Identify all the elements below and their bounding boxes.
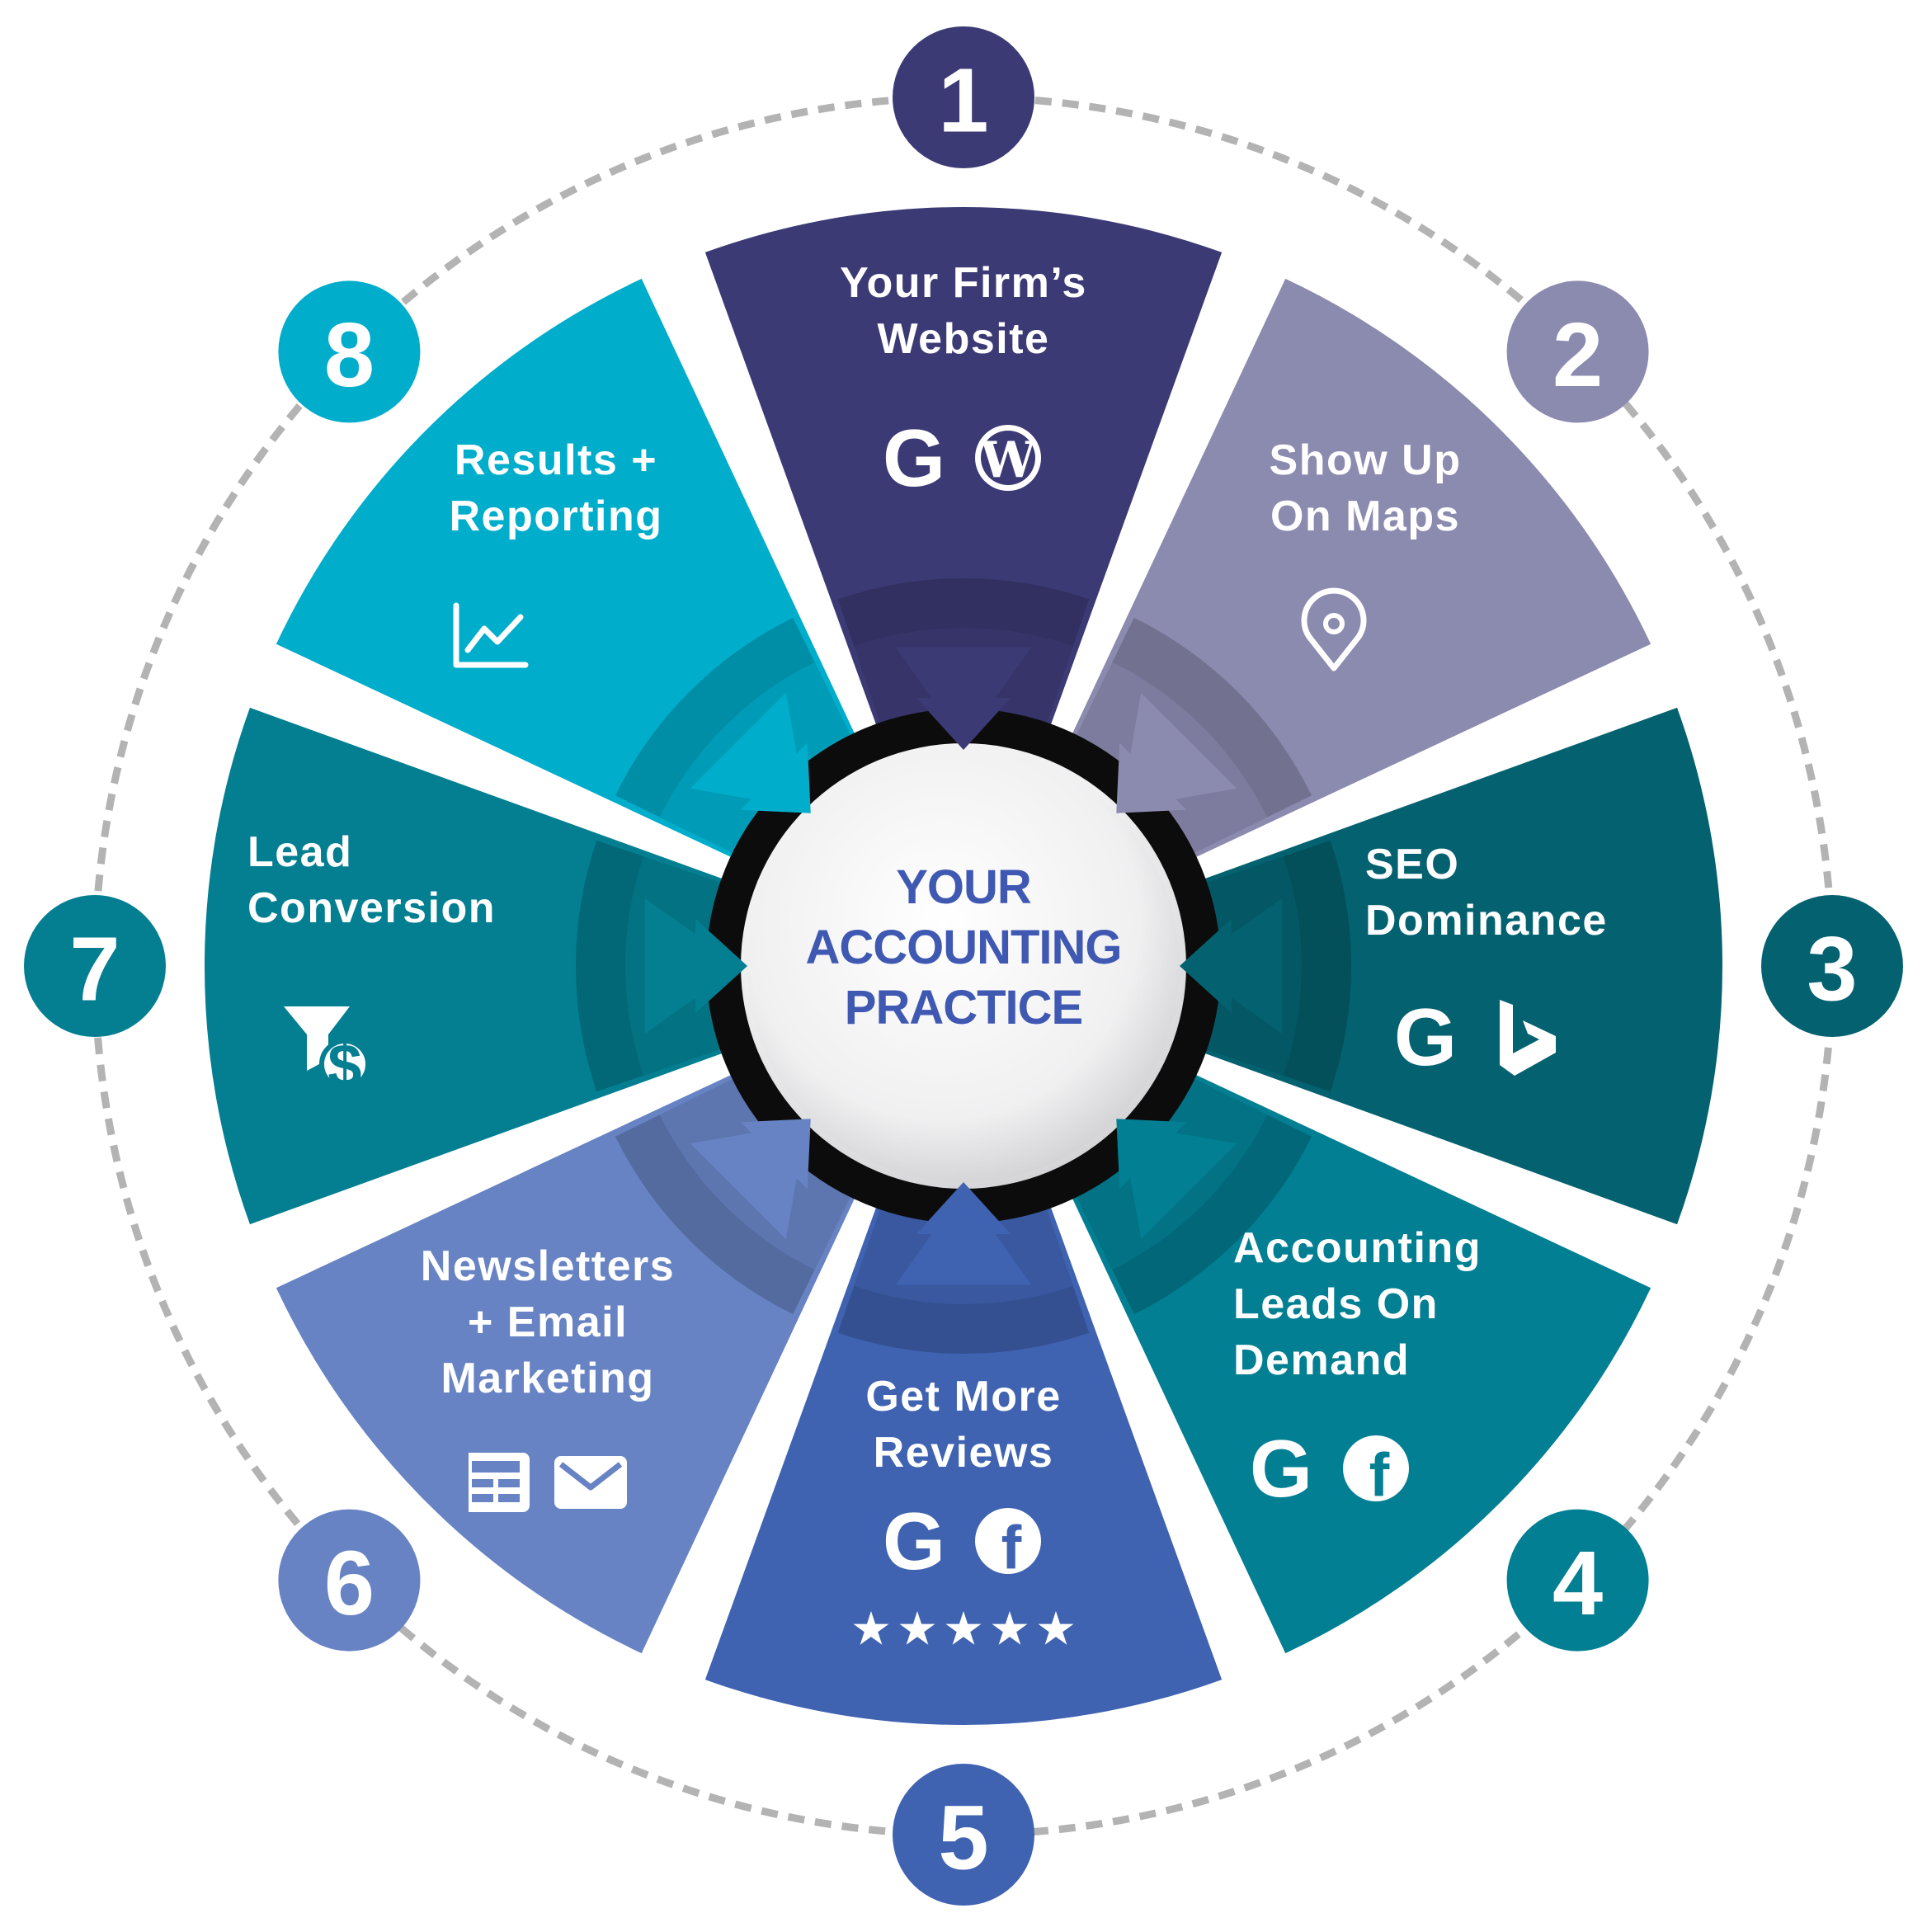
step-2-title-line: Show Up [1270,436,1462,484]
segment-arrow-tip [895,647,1032,743]
google-icon: G [883,1496,945,1586]
step-number: 6 [324,1533,375,1634]
hub-arrow-tip [1116,742,1187,813]
segment-wedge [205,707,731,1225]
hub-face [747,750,1180,1182]
step-4-title-line: Accounting [1233,1224,1482,1272]
segment-arrow-tip [895,1189,1032,1285]
badge-circle [893,1764,1034,1906]
step-number: 8 [324,304,375,406]
five-stars-icon: ★★★★★ [850,1603,1077,1656]
step-2-badge: 2 [1506,280,1649,423]
hub-arrow-tip [740,742,811,813]
hub-title-line: YOUR [896,860,1031,914]
step-3-badge: 3 [1761,895,1903,1037]
step-5-title-line: Get More [865,1373,1061,1421]
wordpress-glyph: W [979,431,1037,489]
facebook-icon: f [1343,1435,1409,1510]
hub-arrow-tip [1180,918,1232,1014]
step-1-badge: 1 [893,26,1034,168]
step-4-title-line: Demand [1233,1336,1410,1384]
step-6-badge: 6 [278,1509,421,1652]
bing-icon [1500,1000,1556,1076]
line-chart-icon [453,602,529,668]
wordpress-icon: W [975,425,1041,491]
envelope-icon [554,1456,627,1509]
step-4-badge: 4 [1506,1509,1649,1652]
step-4-title-line: Leads On [1233,1280,1439,1328]
segment-wedge [1196,707,1722,1225]
facebook-glyph: f [1001,1514,1022,1582]
badge-circle [24,895,166,1037]
google-icon: G [1394,992,1457,1082]
hub-arrow-tip [740,1119,811,1190]
newsletter-icon [460,1453,530,1512]
facebook-glyph: f [1369,1441,1390,1510]
step-1-title-line: Website [878,315,1050,363]
step-number: 2 [1552,304,1603,406]
badge-circle [278,1509,421,1652]
hub-title-line: ACCOUNTING [805,921,1121,974]
segment-arrow-tip [644,898,741,1034]
step-7-badge: 7 [24,895,166,1037]
step-5-badge: 5 [893,1764,1034,1906]
funnel-dollar-icon: $ [284,1006,370,1100]
google-icon: G [883,412,945,503]
hub-arrow-tip [916,1182,1011,1234]
hub-arrow-tip [695,918,747,1014]
step-2-title-line: On Maps [1270,492,1460,540]
step-6-title-line: Marketing [441,1355,654,1402]
dollar-glyph: $ [327,1032,361,1100]
step-number: 7 [69,919,120,1020]
facebook-icon: f [975,1508,1041,1582]
google-icon: G [1250,1423,1312,1514]
star-icon: ★ [1035,1603,1077,1656]
badge-circle [1506,1509,1649,1652]
hub-title-line: PRACTICE [845,981,1082,1034]
segment-wedge [704,1199,1223,1725]
step-8-badge: 8 [278,280,421,423]
badge-circle [893,26,1034,168]
step-number: 3 [1807,919,1857,1020]
star-icon: ★ [989,1603,1030,1656]
step-3-title-line: Dominance [1365,897,1608,945]
star-icon: ★ [897,1603,938,1656]
step-1-title-line: Your Firm’s [840,259,1087,307]
step-8-title-line: Results + [455,436,657,484]
hub-arrow-tip [1116,1119,1187,1190]
badge-circle [1761,895,1903,1037]
step-6-title-line: Newsletters [421,1242,675,1290]
segment-arrow-tip [1186,898,1283,1034]
step-6-title-line: + Email [468,1298,628,1346]
map-pin-icon [1301,587,1367,671]
step-7-title-line: Lead [247,828,352,876]
step-number: 4 [1552,1533,1603,1634]
step-number: 5 [938,1788,988,1889]
star-icon: ★ [943,1603,984,1656]
hub-arrow-tip [916,698,1011,750]
badge-circle [1506,280,1649,423]
step-3-title-line: SEO [1365,841,1459,888]
step-5-title-line: Reviews [874,1429,1054,1477]
segment-wedge [704,207,1223,733]
step-7-title-line: Conversion [247,884,496,932]
badge-circle [278,280,421,423]
step-number: 1 [938,50,988,152]
star-icon: ★ [850,1603,892,1656]
step-8-title-line: Reporting [449,492,662,540]
